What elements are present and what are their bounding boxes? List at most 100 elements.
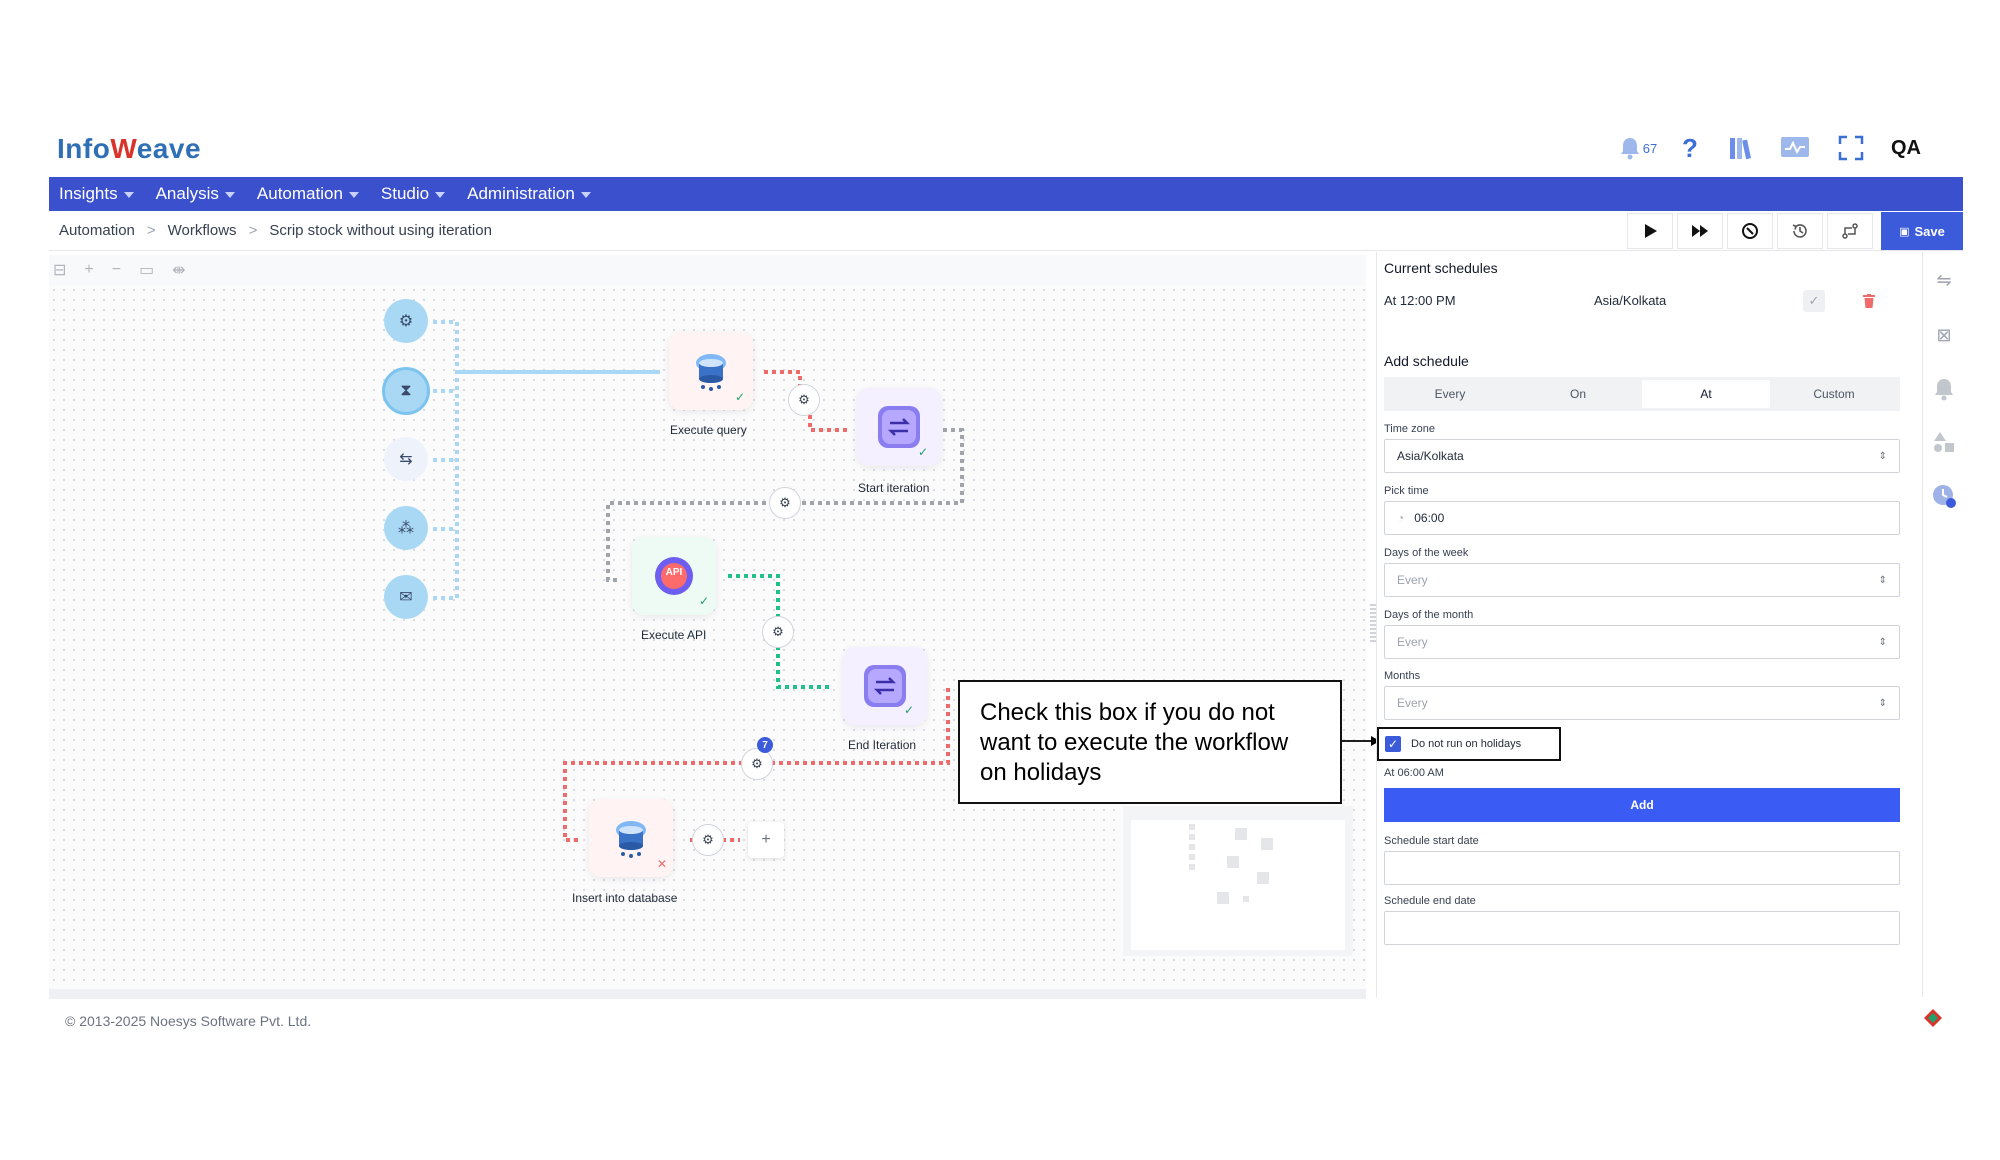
compare-button[interactable] [1827, 213, 1873, 249]
tab-at[interactable]: At [1642, 380, 1770, 408]
start-iteration-node[interactable] [857, 388, 941, 466]
nav-automation[interactable]: Automation [257, 184, 359, 204]
insert-database-node[interactable] [589, 799, 673, 877]
notifications-button[interactable]: 67 [1612, 132, 1664, 164]
bell-icon[interactable] [1930, 375, 1958, 403]
trigger-node-network[interactable]: ⁂ [384, 506, 428, 550]
trash-icon [1863, 294, 1875, 308]
breadcrumb-workflows[interactable]: Workflows [167, 222, 237, 239]
nav-administration-label: Administration [467, 184, 575, 203]
nav-analysis[interactable]: Analysis [156, 184, 235, 204]
end-iteration-node[interactable] [843, 647, 927, 725]
save-label: Save [1914, 223, 1945, 239]
history-button[interactable] [1777, 213, 1823, 249]
chevron-right-icon: > [248, 222, 258, 239]
days-of-month-value: Every [1397, 635, 1428, 649]
node-settings-button[interactable]: ⚙ [692, 824, 724, 856]
gears-icon: ⚙ [772, 624, 784, 639]
execute-api-node[interactable]: API [632, 537, 716, 615]
play-icon [1645, 224, 1657, 238]
nav-insights[interactable]: Insights [59, 184, 134, 204]
add-node-button[interactable]: + [748, 822, 784, 858]
trigger-node-email[interactable]: ✉ [384, 575, 428, 619]
run-button[interactable] [1627, 213, 1673, 249]
days-of-month-select[interactable]: Every ⇕ [1384, 625, 1900, 659]
nav-studio[interactable]: Studio [380, 184, 446, 204]
shapes-icon[interactable] [1930, 428, 1958, 456]
panel-resize-handle[interactable] [1370, 604, 1376, 644]
execute-query-node[interactable] [669, 332, 753, 410]
counter-badge: 7 [757, 737, 773, 753]
trigger-node-parameters[interactable]: ⚙ [384, 299, 428, 343]
schedule-enable-toggle[interactable]: ✓ [1803, 290, 1825, 312]
time-zone-select[interactable]: Asia/Kolkata ⇕ [1384, 439, 1900, 473]
tab-every[interactable]: Every [1434, 387, 1466, 401]
chevron-right-icon: > [146, 222, 156, 239]
help-icon[interactable]: ? [1682, 132, 1698, 163]
loop-icon [864, 665, 906, 707]
save-icon: ▣ [1899, 225, 1910, 238]
nav-studio-label: Studio [380, 184, 430, 203]
check-icon: ✓ [699, 594, 710, 608]
canvas-minimap[interactable] [1123, 806, 1353, 956]
sliders-icon: ⚙ [398, 313, 414, 330]
holiday-checkbox[interactable]: ✓ [1385, 736, 1401, 752]
history-icon [1792, 224, 1807, 238]
add-schedule-button[interactable]: Add [1384, 788, 1900, 822]
nav-administration[interactable]: Administration [467, 184, 591, 204]
monitor-icon[interactable] [1778, 132, 1812, 164]
footer-copyright: © 2013-2025 Noesys Software Pvt. Ltd. [65, 1013, 312, 1029]
user-avatar[interactable]: QA [1888, 132, 1924, 164]
save-button[interactable]: ▣ Save [1881, 212, 1963, 250]
clock-icon: ◔ [1397, 511, 1405, 525]
minimap-toggle-icon[interactable]: ▭ [139, 262, 155, 279]
chevron-down-icon [224, 192, 235, 198]
node-settings-button[interactable]: ⚙ [741, 748, 773, 780]
trigger-node-schedule[interactable]: ⧗ [382, 367, 430, 415]
node-settings-button[interactable]: ⚙ [762, 616, 794, 648]
canvas-resize-handle[interactable] [49, 989, 1366, 999]
connector-red [764, 370, 802, 385]
counter-badge-text: 7 [762, 739, 768, 751]
main-nav: Insights Analysis Automation Studio Admi… [49, 177, 1963, 211]
end-date-input[interactable] [1384, 911, 1900, 945]
callout-arrowhead [1371, 736, 1380, 746]
tab-custom[interactable]: Custom [1813, 387, 1855, 401]
layout-icon[interactable]: ⇼ [172, 262, 186, 279]
stop-button[interactable] [1727, 213, 1773, 249]
hourglass-icon: ⧗ [400, 382, 412, 399]
holiday-checkbox-row[interactable]: ✓ Do not run on holidays [1377, 727, 1561, 761]
library-icon[interactable] [1726, 132, 1758, 164]
node-settings-button[interactable]: ⚙ [769, 487, 801, 519]
check-icon: ✓ [918, 445, 929, 459]
nav-insights-label: Insights [59, 184, 118, 203]
pick-time-input[interactable]: ◔ 06:00 [1384, 501, 1900, 535]
node-settings-button[interactable]: ⚙ [788, 384, 820, 416]
database-cloud-icon [616, 821, 646, 858]
connector-trigger-blue [433, 320, 459, 600]
tab-on[interactable]: On [1569, 387, 1586, 401]
breadcrumb-automation[interactable]: Automation [59, 222, 135, 239]
schedule-clock-icon[interactable] [1930, 482, 1958, 510]
run-from-step-button[interactable] [1677, 213, 1723, 249]
holiday-checkbox-label: Do not run on holidays [1411, 738, 1522, 750]
variables-icon[interactable]: ⊠ [1936, 324, 1952, 345]
workflow-settings-icon[interactable]: ⇋ [1936, 269, 1952, 290]
right-sidebar [1922, 252, 1963, 997]
delete-schedule-button[interactable] [1860, 291, 1878, 311]
months-select[interactable]: Every ⇕ [1384, 686, 1900, 720]
zoom-out-icon[interactable]: − [111, 261, 122, 278]
minimap-node [1257, 872, 1269, 884]
fullscreen-icon[interactable] [1836, 132, 1866, 164]
start-date-input[interactable] [1384, 851, 1900, 885]
minimap-node [1227, 856, 1239, 868]
updown-icon: ⇕ [1878, 450, 1887, 462]
logo-text-eave: eave [136, 133, 202, 164]
connector-red [808, 415, 850, 432]
zoom-in-icon[interactable]: + [84, 261, 94, 278]
trigger-node-redirect[interactable]: ⇆ [384, 437, 428, 481]
updown-icon: ⇕ [1878, 636, 1887, 648]
infoweave-logo[interactable]: InfoWeave [57, 133, 201, 165]
fit-view-icon[interactable]: ⊟ [53, 262, 67, 279]
days-of-week-select[interactable]: Every ⇕ [1384, 563, 1900, 597]
